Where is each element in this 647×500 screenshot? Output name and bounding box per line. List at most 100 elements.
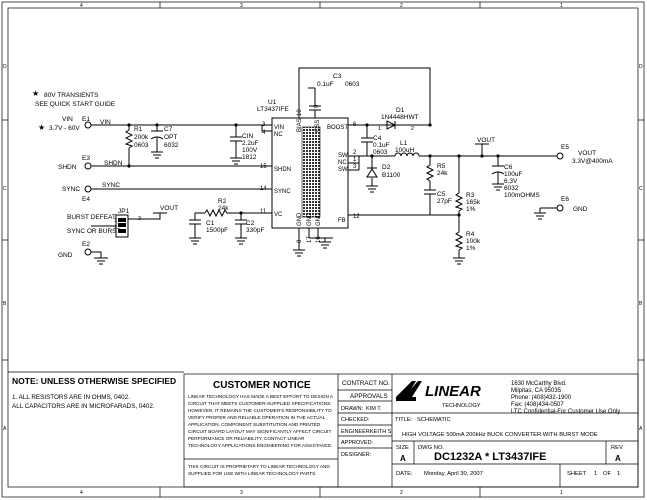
size-label: SIZE [396,445,409,451]
c7-ref: C7 [164,126,173,133]
sheet-of: OF [603,471,612,477]
company-address: Fax: (408)434-0507 [511,402,564,408]
net-vin: VIN [100,119,111,126]
confidential-note: LTC Confidential-For Customer Use Only [511,409,620,415]
c4-symbol [361,137,373,148]
customer-notice-line: VERIFY PROPER AND RELIABLE OPERATION IN … [188,415,326,420]
vin-range: 3.7V - 60V [49,125,80,132]
zone-label: A [3,426,7,432]
notes-line: ALL CAPACITORS ARE IN MICROFARADS, 0402. [12,403,155,410]
r2-ref: R2 [218,198,227,205]
engineer-value: KEITH S. [370,429,393,435]
u1-pin-num: 11 [260,209,267,215]
zone-label: C [639,186,643,192]
engineer-label: ENGINEER: [341,429,372,435]
c2-symbol [235,219,247,227]
c7-value: OPT [164,134,177,141]
net-sync: SYNC [102,182,120,189]
terminal-e5: E5 [561,144,569,151]
terminals [84,121,564,256]
c1-ref: C1 [206,220,215,227]
r4-value: 100k [466,238,481,245]
r3-value: 165k [466,199,481,206]
r5-ref: R5 [437,163,446,170]
ground-icon [230,157,242,165]
shdn-label: SHDN [58,164,77,171]
vout-net-markers [153,143,489,214]
transients-note: 80V TRANSIENTS [44,92,99,99]
terminal-e3: E3 [82,155,90,162]
burst-defeat-label: BURST DEFEAT [67,214,116,221]
ground-icon [235,237,247,245]
r3-symbol [454,192,464,212]
d1-ref: D1 [396,107,405,114]
star-mark: ★ [38,123,45,132]
linear-logo: LINEAR TECHNOLOGY [396,381,481,409]
title-description: HIGH VOLTAGE 500mA 200kHz BUCK CONVERTER… [402,432,598,438]
terminal-e2-icon [84,248,92,256]
zone-label: 1 [560,3,563,9]
date-value: Monday, April 30, 2007 [424,471,483,477]
ground-icon [492,183,504,191]
c4-ref: C4 [373,135,382,142]
jp1-symbol [115,214,129,238]
c1-symbol [189,219,201,227]
ground-icon [293,249,305,257]
customer-notice-line: CIRCUIT BOARD LAYOUT MAY SIGNIFICANTLY A… [188,429,331,434]
zone-label: C [3,186,7,192]
terminal-e4: E4 [82,196,90,203]
c4-pkg: 0603 [373,149,388,156]
customer-notice-title: CUSTOMER NOTICE [213,380,311,391]
c6-symbol [491,165,505,176]
terminal-e5-icon [556,152,564,160]
sheet-number: 1 [594,471,597,477]
dwg-label: DWG NO. [418,445,444,451]
jp1-ref: JP1 [118,208,130,215]
u1-pin-num: 8 [297,239,303,243]
customer-notice-line: PERFORMANCE OR RELIABILITY. CONTACT LINE… [188,436,305,441]
c6-voltage: 6.3V [504,178,518,185]
r3-tol: 1% [466,206,476,213]
border-zone-labels: D C B A D C B A 4 3 2 1 4 3 2 1 [3,3,643,496]
ground-icon [189,237,201,245]
u1-pin-name: BIAS [297,118,303,132]
cin-ref: CIN [242,133,254,140]
ground-icon [94,257,108,265]
u1-pin-num: 16 [316,236,322,243]
l1-value: 100uH [395,147,414,154]
c6-ref: C6 [504,164,513,171]
u1-body [271,117,349,229]
sheet-label: SHEET [567,471,587,477]
checked-label: CHECKED: [341,417,370,423]
c5-ref: C5 [437,191,446,198]
rev-label: REV [611,445,623,451]
title-value: SCHEMATIC [417,417,451,423]
cin-symbol [230,136,242,147]
dwg-value: DC1232A * LT3437IFE [434,451,547,463]
rev-value: A [615,454,621,463]
zone-label: 2 [400,3,403,9]
c7-symbol [150,130,164,141]
junctions [127,123,500,217]
u1-pin-num: 4 [262,130,266,136]
u1-pin-name: SYNC [274,189,291,195]
net-shdn: SHDN [104,160,123,167]
d2-ref: D2 [382,164,391,171]
notes-title: NOTE: UNLESS OTHERWISE SPECIFIED [12,376,176,386]
resistors [124,129,464,251]
r1-pkg: 0603 [134,142,149,149]
approved-label: APPROVED: [341,440,374,446]
l1-symbol [394,152,420,157]
capacitors [150,87,505,227]
logo-subtext: TECHNOLOGY [442,403,481,409]
zone-label: D [3,64,7,70]
c2-ref: C2 [246,220,255,227]
zone-label: 4 [80,3,83,9]
customer-notice-line: LINEAR TECHNOLOGY HAS MADE A BEST EFFORT… [188,394,334,399]
drawn-value: KIM T. [366,406,382,412]
ground-icon [534,212,546,220]
d1-part: 1N4448HWT [381,114,419,121]
zone-label: D [639,64,643,70]
zone-label: 1 [560,490,563,496]
terminal-e6-icon [556,204,564,212]
